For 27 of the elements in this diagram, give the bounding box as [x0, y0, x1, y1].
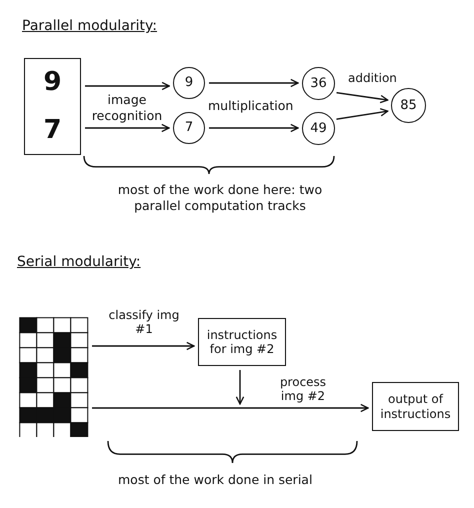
number-circle: 7: [173, 112, 205, 144]
arrow: [336, 92, 388, 104]
edge-label: addition: [348, 71, 397, 86]
arrow: [336, 108, 388, 120]
number-circle: 49: [302, 112, 335, 145]
arrow: [236, 370, 244, 405]
pixel-grid-drawing: [20, 317, 88, 437]
section-heading: Parallel modularity:: [22, 18, 158, 36]
handwritten-digit: 9: [43, 67, 62, 98]
annotation-text: image recognition: [90, 92, 164, 124]
number-circle: 9: [173, 67, 205, 99]
arrow: [85, 82, 170, 90]
annotation-text: multiplication: [208, 98, 294, 114]
section-heading: Serial modularity:: [17, 254, 141, 272]
number-circle: 85: [391, 88, 426, 123]
arrow: [85, 124, 170, 132]
arrow: [92, 342, 195, 350]
arrow: [92, 404, 369, 412]
arrow: [209, 124, 299, 132]
process-box: instructions for img #2: [198, 318, 286, 366]
arrow: [209, 78, 299, 88]
annotation-text: most of the work done in serial: [118, 472, 312, 488]
image-box: [24, 58, 81, 155]
process-box: output of instructions: [372, 382, 459, 431]
number-circle: 36: [302, 67, 335, 100]
handwritten-digit: 7: [43, 114, 62, 146]
annotation-text: most of the work done here: two parallel computation tracks: [116, 182, 324, 214]
